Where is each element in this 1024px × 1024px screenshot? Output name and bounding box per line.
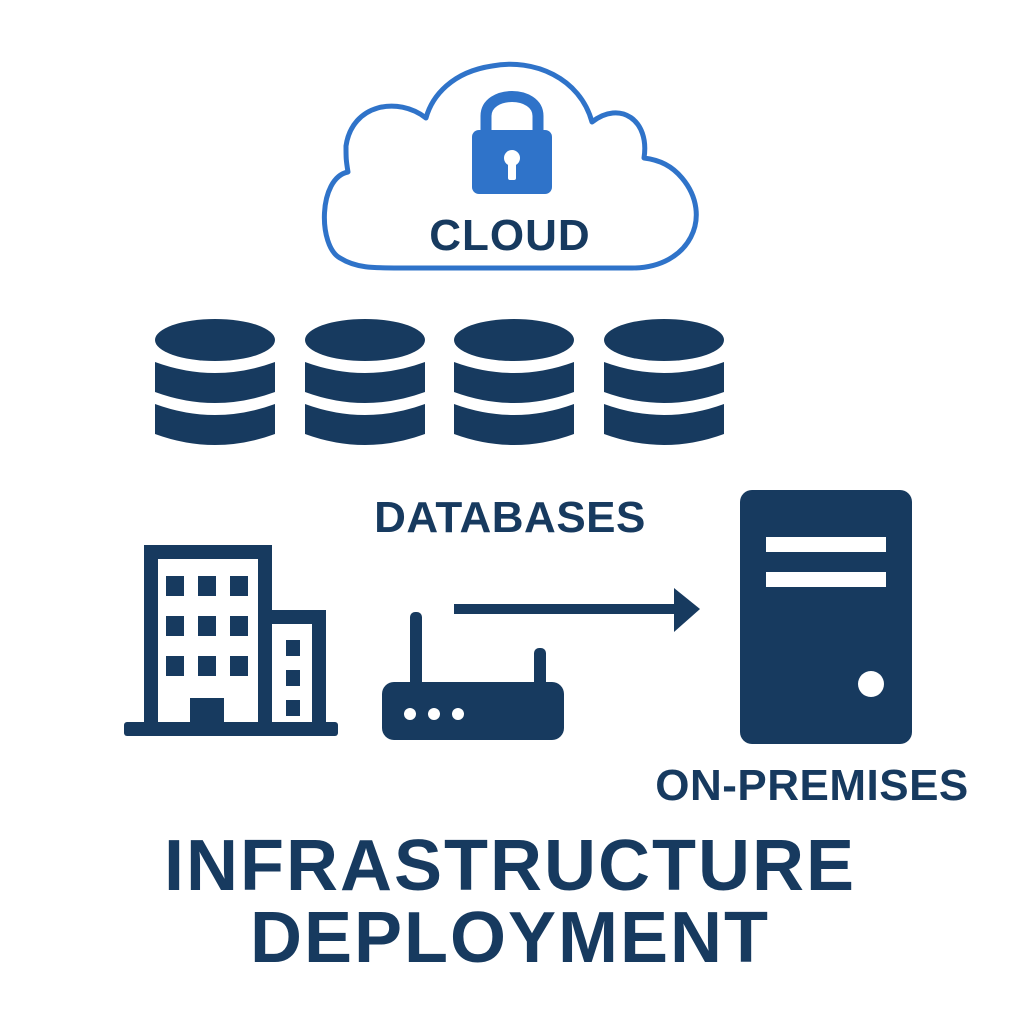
title-line-1: INFRASTRUCTURE bbox=[164, 826, 856, 906]
office-building-icon bbox=[124, 545, 338, 736]
title-line-2: DEPLOYMENT bbox=[249, 898, 771, 978]
cloud-label: CLOUD bbox=[429, 211, 591, 260]
on-premises-label: ON-PREMISES bbox=[655, 761, 969, 810]
arrow-right-icon bbox=[454, 588, 700, 632]
database-icon bbox=[155, 319, 275, 445]
databases-label: DATABASES bbox=[374, 493, 646, 542]
database-icon bbox=[454, 319, 574, 445]
database-icon bbox=[305, 319, 425, 445]
router-icon bbox=[382, 612, 564, 740]
lock-icon bbox=[472, 91, 552, 194]
database-icon bbox=[604, 319, 724, 445]
server-tower-icon bbox=[740, 490, 912, 744]
